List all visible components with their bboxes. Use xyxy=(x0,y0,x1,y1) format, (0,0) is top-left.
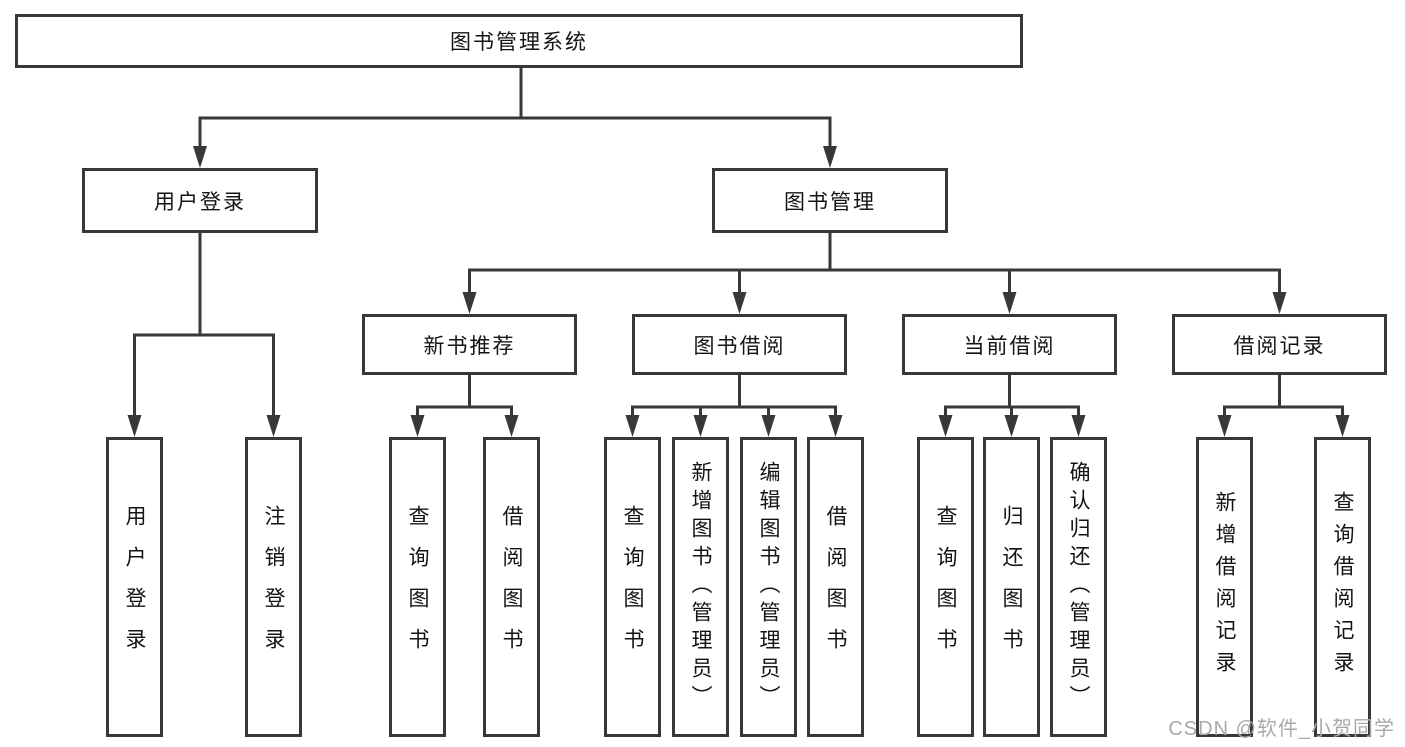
node-book-borrowing: 图书借阅 xyxy=(632,314,847,375)
node-leaf-add-book-admin: 新增图书（管理员） xyxy=(672,437,729,737)
node-leaf-confirm-return-admin: 确认归还（管理员） xyxy=(1050,437,1107,737)
node-leaf-logout: 注销登录 xyxy=(245,437,302,737)
node-leaf-query-books: 查询图书 xyxy=(389,437,446,737)
node-current-borrowing: 当前借阅 xyxy=(902,314,1117,375)
node-leaf-add-borrow-record: 新增借阅记录 xyxy=(1196,437,1253,737)
node-user-login: 用户登录 xyxy=(82,168,318,233)
node-library-management-system: 图书管理系统 xyxy=(15,14,1023,68)
node-leaf-borrow-books: 借阅图书 xyxy=(483,437,540,737)
node-book-management: 图书管理 xyxy=(712,168,948,233)
node-leaf-edit-book-admin: 编辑图书（管理员） xyxy=(740,437,797,737)
node-leaf-query-borrow-record: 查询借阅记录 xyxy=(1314,437,1371,737)
node-leaf-return-books: 归还图书 xyxy=(983,437,1040,737)
node-leaf-user-login: 用户登录 xyxy=(106,437,163,737)
node-leaf-borrow-books-2: 借阅图书 xyxy=(807,437,864,737)
node-leaf-query-books-3: 查询图书 xyxy=(917,437,974,737)
node-new-book-recommendation: 新书推荐 xyxy=(362,314,577,375)
arrowheads xyxy=(127,146,1350,437)
node-leaf-query-books-2: 查询图书 xyxy=(604,437,661,737)
node-borrowing-records: 借阅记录 xyxy=(1172,314,1387,375)
watermark: CSDN @软件_小贺同学 xyxy=(1168,718,1395,740)
